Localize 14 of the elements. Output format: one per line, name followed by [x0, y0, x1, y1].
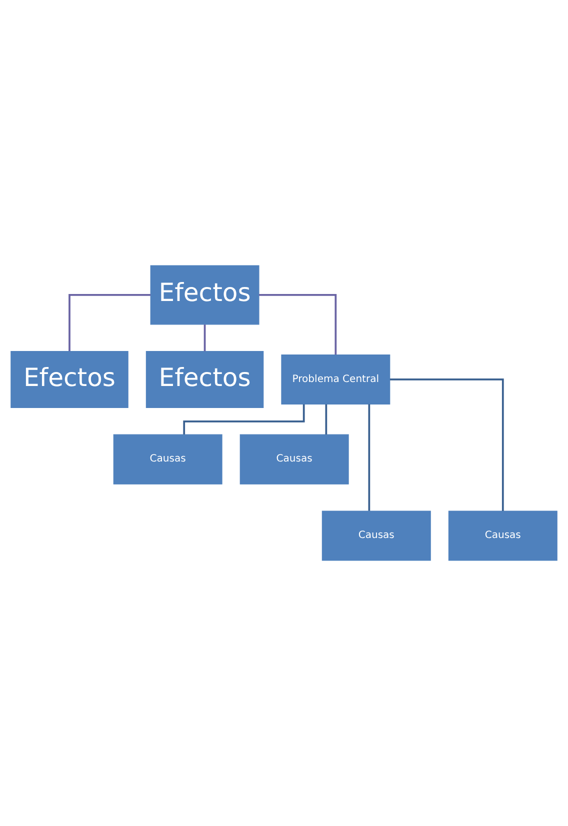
connector	[390, 378, 504, 511]
node-box: Problema Central	[281, 354, 390, 405]
connector	[204, 324, 206, 352]
connector	[368, 404, 370, 511]
node-box: Causas	[448, 510, 558, 561]
node-box: Causas	[322, 510, 431, 561]
node-box: Efectos	[146, 351, 264, 408]
node-box: Efectos	[10, 351, 128, 408]
connector	[258, 294, 337, 355]
connector	[68, 294, 151, 352]
node-box: Efectos	[150, 265, 260, 325]
node-box: Causas	[113, 434, 222, 484]
connector	[325, 404, 328, 435]
node-box: Causas	[240, 434, 349, 484]
